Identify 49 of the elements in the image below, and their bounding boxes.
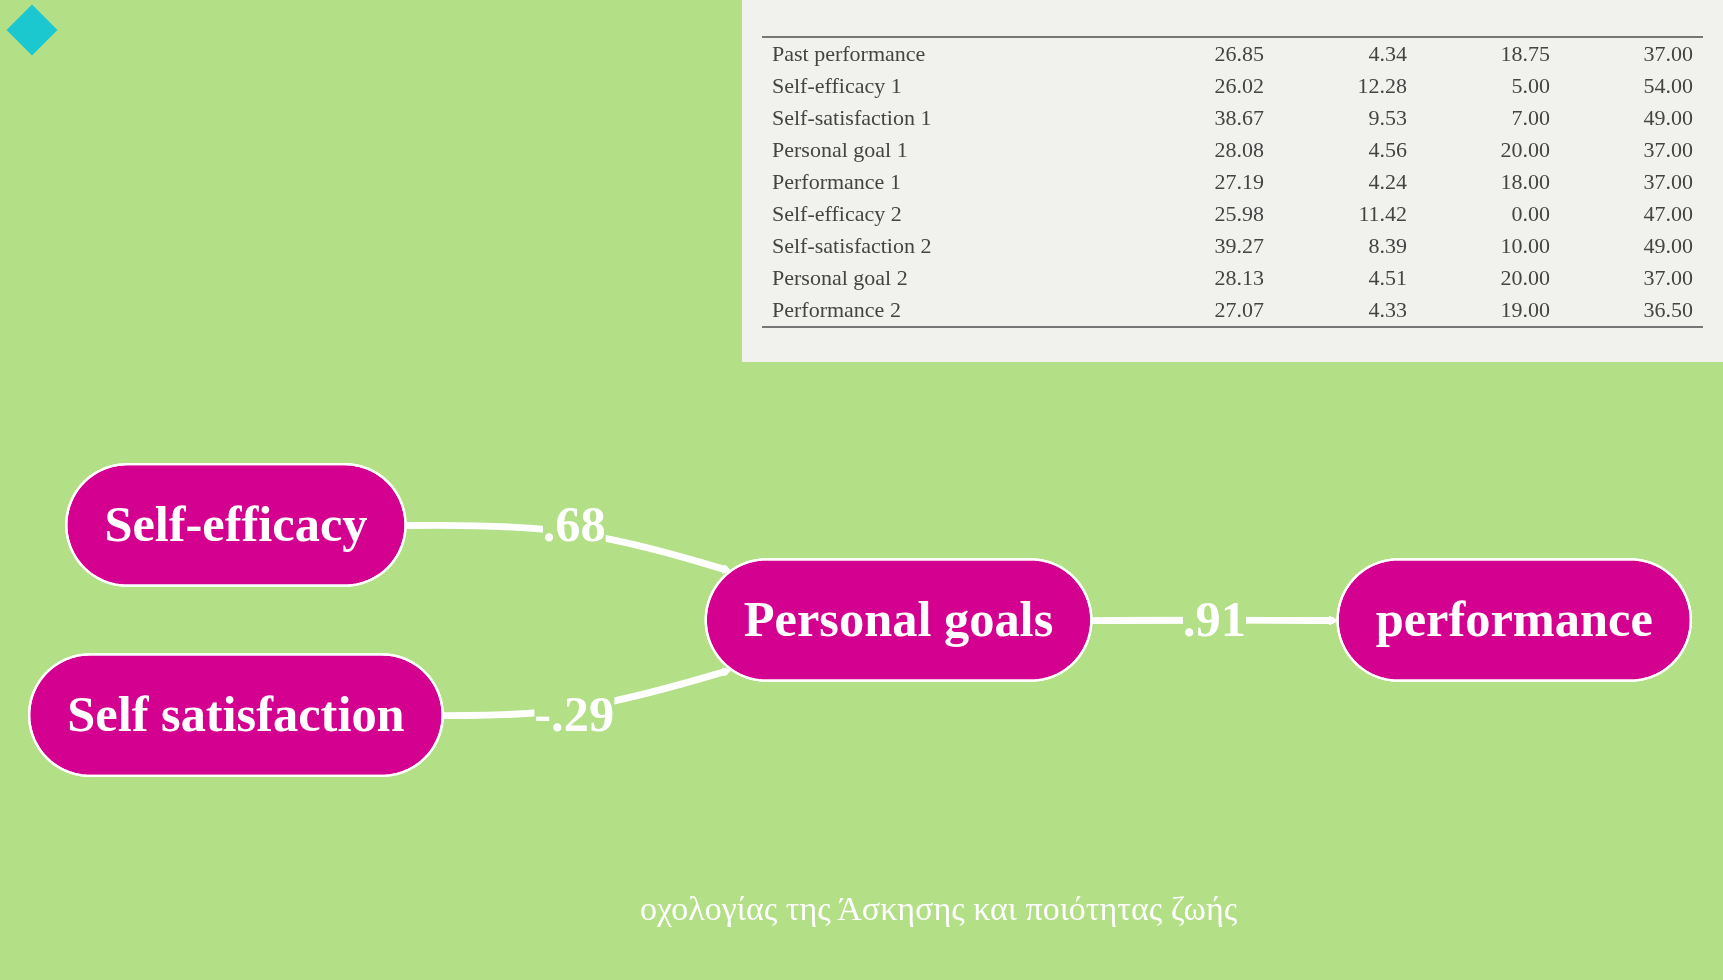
table-cell: Performance 2: [762, 294, 1132, 327]
table-cell-text: 25.98: [1213, 200, 1266, 228]
edge-label: .91: [1182, 591, 1246, 648]
table-cell-text: 9.53: [1367, 104, 1409, 132]
table-cell-text: 37.00: [1642, 264, 1694, 292]
table-cell-text: Personal goal 1: [771, 136, 909, 164]
table-cell-text: Personal goal 2: [771, 264, 909, 292]
table-cell: 26.85: [1131, 37, 1275, 70]
table-cell-text: 5.00: [1510, 72, 1551, 100]
table-cell-text: 18.00: [1499, 168, 1551, 196]
table-cell-text: 38.67: [1213, 104, 1266, 132]
table-cell: 36.50: [1560, 294, 1703, 327]
table-cell-text: 49.00: [1642, 232, 1694, 260]
table-cell-text: 0.00: [1510, 200, 1551, 228]
table-cell-text: Self-satisfaction 2: [771, 232, 933, 260]
table-cell: 27.07: [1131, 294, 1275, 327]
table-cell-text: 47.00: [1642, 200, 1694, 228]
table-cell-text: Self-efficacy 2: [771, 200, 903, 228]
table-cell: Past performance: [762, 37, 1132, 70]
table-cell-text: 11.42: [1357, 200, 1409, 228]
table-cell-text: 8.39: [1367, 232, 1409, 260]
table-cell-text: Self-satisfaction 1: [771, 104, 933, 132]
table-cell-text: 27.19: [1213, 168, 1266, 196]
table-cell-text: 28.08: [1213, 136, 1266, 164]
table-cell-text: 12.28: [1356, 72, 1409, 100]
table-cell-text: Performance 1: [771, 168, 902, 196]
table-cell: 18.75: [1417, 37, 1560, 70]
table-cell: 4.33: [1274, 294, 1418, 327]
table-cell-text: Self-efficacy 1: [771, 72, 903, 100]
table-cell-text: 49.00: [1642, 104, 1694, 132]
table-cell-text: 4.24: [1367, 168, 1409, 196]
table-cell-text: 20.00: [1499, 264, 1551, 292]
table-cell-text: 39.27: [1213, 232, 1266, 260]
table-cell-text: 54.00: [1642, 72, 1694, 100]
table-cell: 37.00: [1560, 37, 1703, 70]
edge-label: -.29: [534, 686, 615, 743]
table-cell-text: 20.00: [1499, 136, 1551, 164]
table-cell-text: 7.00: [1510, 104, 1551, 132]
table-cell-text: 4.56: [1367, 136, 1409, 164]
table-cell: 19.00: [1417, 294, 1560, 327]
table-cell-text: 37.00: [1642, 168, 1694, 196]
footer-text: οχολογίας της Άσκησης και ποιότητας ζωής: [640, 890, 1238, 928]
edge-label: .68: [542, 496, 606, 553]
table-cell-text: 28.13: [1213, 264, 1266, 292]
table-cell-text: 4.51: [1367, 264, 1409, 292]
table-cell-text: 37.00: [1642, 136, 1694, 164]
table-cell-text: 10.00: [1499, 232, 1551, 260]
table-cell: 4.34: [1274, 37, 1418, 70]
table-cell-text: 26.02: [1213, 72, 1266, 100]
